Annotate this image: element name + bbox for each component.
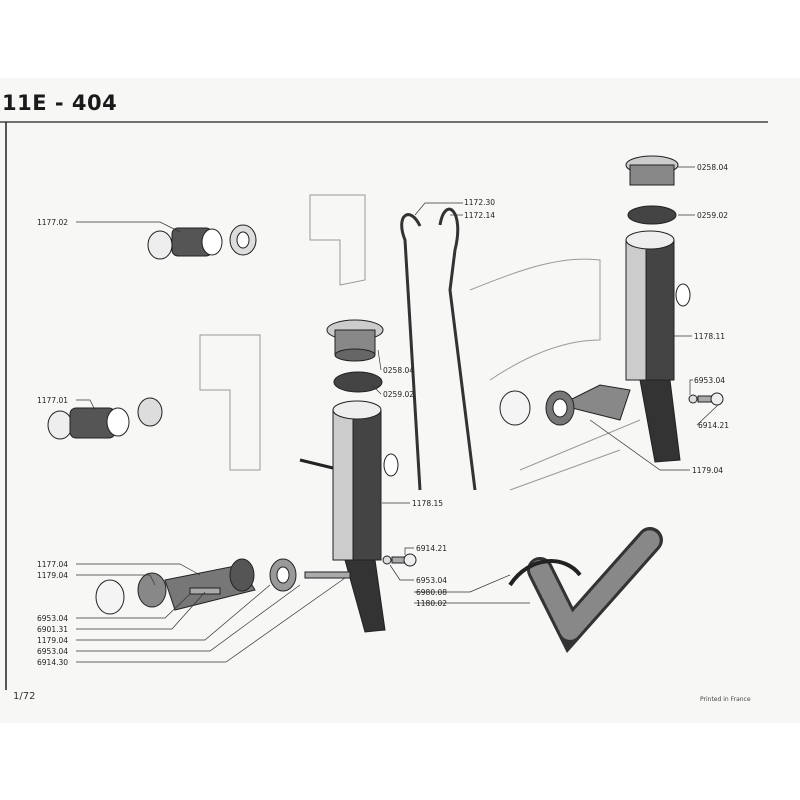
printed-note: Printed in France [700, 696, 751, 703]
part-1172-30 [400, 213, 422, 491]
callout-6980-08: 6980.08 [416, 588, 448, 597]
callout-0259-02-center: 0259.02 [383, 390, 415, 399]
callout-0259-02-right: 0259.02 [697, 211, 729, 220]
part-0258-04-right [625, 155, 679, 186]
leader-lines [76, 166, 719, 663]
part-1172-14 [438, 207, 477, 491]
page-number: 1/72 [13, 691, 36, 702]
part-1178-11 [499, 230, 691, 463]
callout-1172-30: 1172.30 [464, 198, 496, 207]
callout-1177-02: 1177.02 [37, 218, 69, 227]
callout-1180-02: 1180.02 [416, 599, 448, 608]
callout-6953-04-center: 6953.04 [416, 576, 448, 585]
callout-6914-21-right: 6914.21 [698, 421, 730, 430]
callout-6953-04-b: 6953.04 [37, 647, 69, 656]
part-0258-04-center [326, 319, 384, 362]
page-title: 11E - 404 [2, 91, 118, 115]
callout-1177-04: 1177.04 [37, 560, 69, 569]
callout-1178-11: 1178.11 [694, 332, 726, 341]
callout-6953-04: 6953.04 [37, 614, 69, 623]
part-0259-02-center [333, 371, 383, 393]
engine-outline [199, 194, 641, 491]
part-1177-04 [95, 558, 351, 615]
part-1180-02 [508, 527, 663, 653]
part-1178-15 [299, 400, 399, 633]
callout-0258-04-center: 0258.04 [383, 366, 415, 375]
callout-6914-21-center: 6914.21 [416, 544, 448, 553]
callout-1177-01: 1177.01 [37, 396, 69, 405]
callout-6914-30: 6914.30 [37, 658, 69, 667]
callout-1179-04-b: 1179.04 [37, 636, 69, 645]
callout-1172-14: 1172.14 [464, 211, 496, 220]
part-1177-02 [147, 224, 257, 260]
callout-1178-15: 1178.15 [412, 499, 444, 508]
callout-0258-04-right: 0258.04 [697, 163, 729, 172]
callout-6901-31: 6901.31 [37, 625, 69, 634]
part-0259-02-right [627, 205, 677, 225]
callout-1179-04-right: 1179.04 [692, 466, 724, 475]
bolt-6914-21-center [382, 553, 417, 567]
part-1177-01 [47, 397, 163, 440]
callout-6953-04-right: 6953.04 [694, 376, 726, 385]
bolt-6914-21-right [688, 392, 724, 406]
callout-1179-04: 1179.04 [37, 571, 69, 580]
